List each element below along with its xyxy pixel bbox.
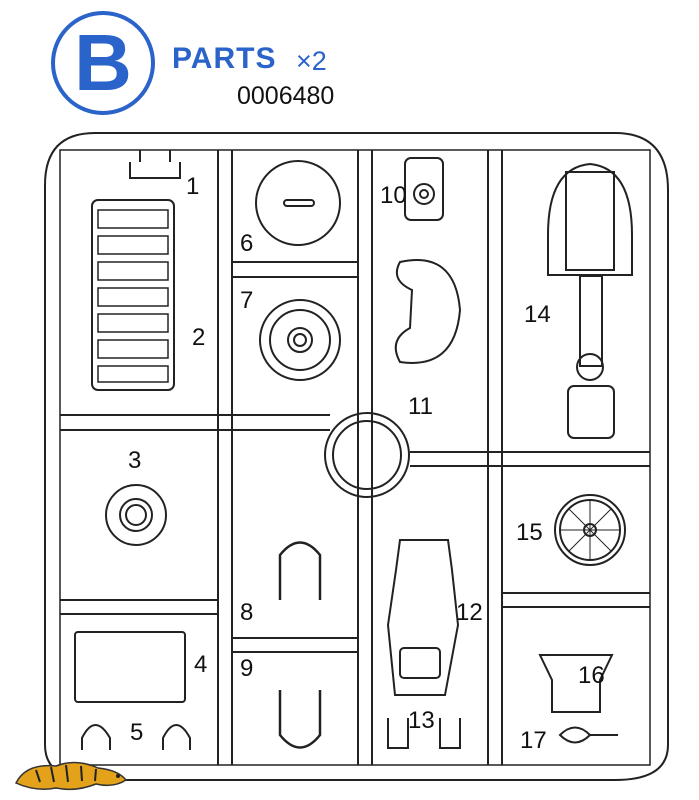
part-12-bracket — [386, 539, 460, 696]
part-10-nut — [404, 157, 444, 221]
part-label-7: 7 — [240, 287, 253, 314]
part-6-disc — [255, 160, 341, 246]
part-5-shackle-right — [162, 724, 191, 750]
part-label-13: 13 — [408, 707, 435, 734]
part-16-yoke — [538, 654, 614, 713]
part-11-hook — [394, 259, 462, 364]
part-label-5: 5 — [130, 719, 143, 746]
part-label-10: 10 — [380, 182, 407, 209]
part-label-8: 8 — [240, 599, 253, 626]
part-label-12: 12 — [456, 599, 483, 626]
parts-multiplier: ×2 — [296, 46, 327, 76]
part-label-16: 16 — [578, 662, 605, 689]
part-label-9: 9 — [240, 655, 253, 682]
part-7-ring — [259, 299, 341, 381]
part-label-3: 3 — [128, 447, 141, 474]
part-8-clevis — [278, 541, 322, 600]
part-label-1: 1 — [186, 173, 199, 200]
part-4-plate — [74, 631, 186, 703]
part-5-shackle-left — [81, 724, 111, 750]
part-label-2: 2 — [192, 324, 205, 351]
sprue-hub — [324, 412, 410, 498]
part-1-handle — [129, 150, 181, 179]
part-13-clip-right — [439, 718, 461, 749]
part-code: 0006480 — [237, 82, 335, 110]
sprue-frame — [44, 132, 669, 781]
part-label-11: 11 — [408, 393, 433, 420]
tiger-logo-icon — [14, 761, 128, 791]
part-17-pin — [558, 726, 618, 744]
part-label-4: 4 — [194, 651, 207, 678]
sprue-letter: B — [74, 18, 132, 107]
part-label-14: 14 — [524, 301, 551, 328]
sprue-letter-badge: B — [51, 11, 155, 115]
part-2-ladder — [91, 199, 175, 391]
part-14-rod — [547, 162, 633, 439]
part-3-washer — [105, 484, 167, 546]
part-label-17: 17 — [520, 727, 547, 754]
part-label-15: 15 — [516, 519, 543, 546]
part-label-6: 6 — [240, 230, 253, 257]
part-13-clip-left — [387, 718, 409, 749]
part-9-clevis — [278, 690, 322, 749]
parts-title: PARTS — [172, 42, 277, 75]
part-15-wheel — [554, 494, 626, 566]
